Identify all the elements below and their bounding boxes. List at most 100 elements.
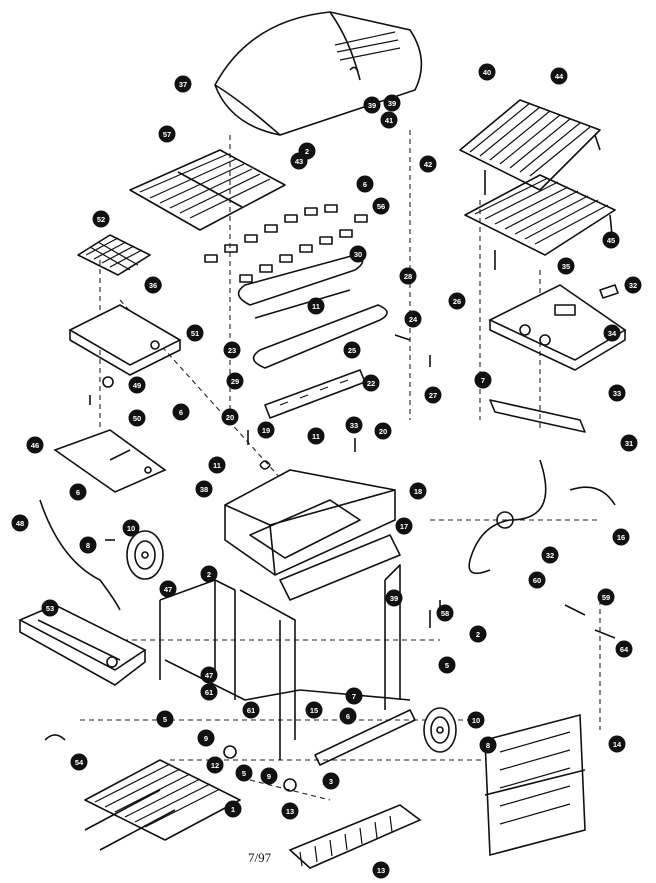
briquettes xyxy=(204,204,368,283)
callout-6: 6 xyxy=(172,403,190,421)
svg-text:2: 2 xyxy=(207,570,211,579)
svg-text:29: 29 xyxy=(231,377,239,386)
callout-42: 42 xyxy=(419,155,437,173)
date-code: 7/97 xyxy=(248,850,272,865)
svg-text:38: 38 xyxy=(200,485,208,494)
callout-28: 28 xyxy=(399,267,417,285)
callout-50: 50 xyxy=(128,409,146,427)
front-rail xyxy=(314,709,416,766)
callout-7: 7 xyxy=(345,687,363,705)
svg-text:56: 56 xyxy=(377,202,385,211)
svg-text:1: 1 xyxy=(231,805,235,814)
svg-text:33: 33 xyxy=(613,389,621,398)
callout-33: 33 xyxy=(345,416,363,434)
heat-plate xyxy=(264,369,366,419)
svg-text:11: 11 xyxy=(312,432,320,441)
callout-30: 30 xyxy=(349,245,367,263)
svg-text:45: 45 xyxy=(607,236,615,245)
callout-54: 54 xyxy=(70,753,88,771)
svg-text:49: 49 xyxy=(133,381,141,390)
svg-text:6: 6 xyxy=(363,180,367,189)
callout-2: 2 xyxy=(200,565,218,583)
callout-20: 20 xyxy=(374,422,392,440)
cooking-grates xyxy=(129,149,286,231)
svg-text:30: 30 xyxy=(354,250,362,259)
storage-basket xyxy=(288,804,422,869)
svg-text:7: 7 xyxy=(352,692,356,701)
svg-text:33: 33 xyxy=(350,421,358,430)
callout-13: 13 xyxy=(372,861,390,879)
firebox xyxy=(224,469,401,601)
callout-34: 34 xyxy=(603,324,621,342)
svg-text:3: 3 xyxy=(329,777,333,786)
svg-text:5: 5 xyxy=(445,661,449,670)
svg-text:15: 15 xyxy=(310,706,318,715)
svg-text:54: 54 xyxy=(75,758,84,767)
callout-32: 32 xyxy=(624,276,642,294)
callout-5: 5 xyxy=(438,656,456,674)
svg-text:13: 13 xyxy=(377,866,385,875)
callout-48: 48 xyxy=(11,514,29,532)
callout-35: 35 xyxy=(557,257,575,275)
callout-38: 38 xyxy=(195,480,213,498)
callout-8: 8 xyxy=(79,536,97,554)
cart-frame xyxy=(159,564,411,760)
callout-36: 36 xyxy=(144,276,162,294)
callout-6: 6 xyxy=(356,175,374,193)
callout-41: 41 xyxy=(380,111,398,129)
svg-text:22: 22 xyxy=(367,379,375,388)
callout-23: 23 xyxy=(223,341,241,359)
callout-5: 5 xyxy=(235,764,253,782)
svg-text:64: 64 xyxy=(620,645,629,654)
svg-text:61: 61 xyxy=(205,688,213,697)
callout-56: 56 xyxy=(372,197,390,215)
callout-6: 6 xyxy=(339,707,357,725)
left-shelf-insert xyxy=(53,429,167,493)
svg-text:44: 44 xyxy=(555,72,564,81)
callout-49: 49 xyxy=(128,376,146,394)
callout-13: 13 xyxy=(281,802,299,820)
callout-1: 1 xyxy=(224,800,242,818)
svg-text:41: 41 xyxy=(385,116,393,125)
svg-text:58: 58 xyxy=(441,609,449,618)
svg-text:8: 8 xyxy=(86,541,90,550)
svg-text:8: 8 xyxy=(486,741,490,750)
svg-text:23: 23 xyxy=(228,346,236,355)
callout-20: 20 xyxy=(221,408,239,426)
svg-text:39: 39 xyxy=(390,594,398,603)
svg-text:19: 19 xyxy=(262,426,270,435)
svg-text:5: 5 xyxy=(242,769,246,778)
left-side-shelf xyxy=(68,304,182,376)
svg-text:50: 50 xyxy=(133,414,141,423)
wheel-left xyxy=(126,530,164,580)
callout-51: 51 xyxy=(186,324,204,342)
callout-10: 10 xyxy=(467,711,485,729)
callout-39: 39 xyxy=(383,94,401,112)
callout-18: 18 xyxy=(409,482,427,500)
svg-text:2: 2 xyxy=(305,147,309,156)
svg-text:39: 39 xyxy=(368,101,376,110)
callout-47: 47 xyxy=(159,580,177,598)
svg-text:9: 9 xyxy=(267,772,271,781)
svg-text:39: 39 xyxy=(388,99,396,108)
callout-58: 58 xyxy=(436,604,454,622)
callout-39: 39 xyxy=(385,589,403,607)
callout-25: 25 xyxy=(343,341,361,359)
callout-2: 2 xyxy=(298,142,316,160)
svg-text:36: 36 xyxy=(149,281,157,290)
svg-text:37: 37 xyxy=(179,80,187,89)
callout-19: 19 xyxy=(257,421,275,439)
svg-text:26: 26 xyxy=(453,297,461,306)
callout-53: 53 xyxy=(41,599,59,617)
svg-text:2: 2 xyxy=(476,630,480,639)
callout-5: 5 xyxy=(156,710,174,728)
callout-60: 60 xyxy=(528,571,546,589)
svg-text:20: 20 xyxy=(226,413,234,422)
callout-33: 33 xyxy=(608,384,626,402)
svg-text:35: 35 xyxy=(562,262,570,271)
callout-3: 3 xyxy=(322,772,340,790)
callout-8: 8 xyxy=(479,736,497,754)
svg-text:27: 27 xyxy=(429,391,437,400)
